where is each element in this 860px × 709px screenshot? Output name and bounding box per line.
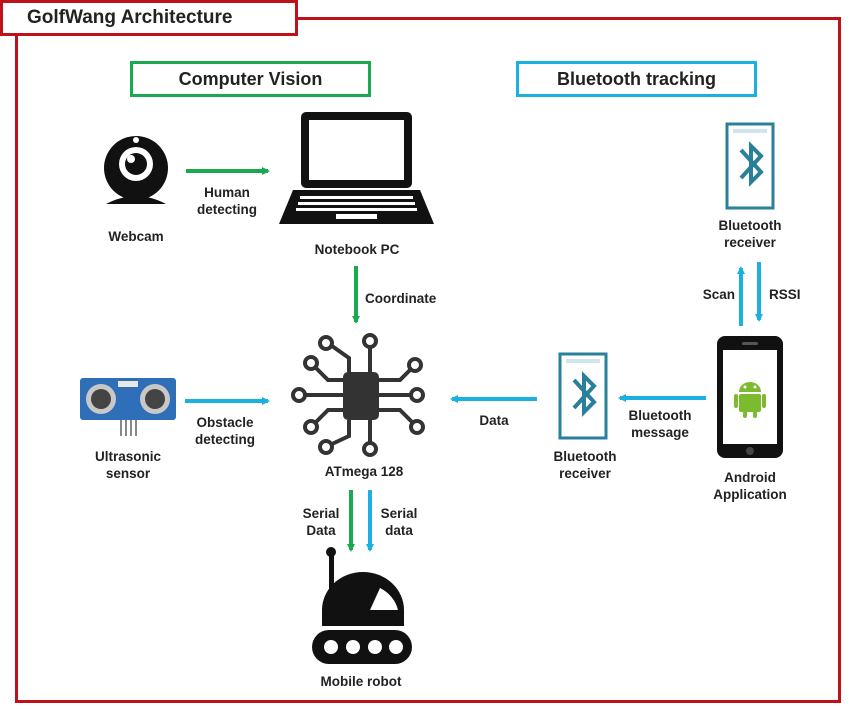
coordinate-label: Coordinate — [365, 291, 437, 306]
laptop-icon — [279, 112, 434, 224]
notebook-label: Notebook PC — [314, 242, 400, 257]
webcam-icon — [104, 136, 168, 204]
rssi-label: RSSI — [769, 287, 801, 302]
bluetooth-receiver-top-label: Bluetooth receiver — [718, 218, 782, 250]
bluetooth-receiver-mid-label: Bluetooth receiver — [553, 449, 617, 481]
obstacle-detecting-label: Obstacle detecting — [194, 415, 255, 447]
robot-label: Mobile robot — [320, 674, 402, 689]
scan-label: Scan — [702, 287, 735, 302]
bluetooth-receiver-icon — [725, 122, 775, 210]
diagram-title: GolfWang Architecture — [0, 0, 298, 36]
data-label: Data — [479, 413, 509, 428]
mobile-robot-icon — [312, 547, 412, 664]
serial-data-right-label: Serial data — [380, 506, 418, 538]
section-bluetooth-tracking: Bluetooth tracking — [516, 61, 757, 97]
bluetooth-message-label: Bluetooth message — [628, 408, 692, 440]
ultrasonic-label: Ultrasonic sensor — [94, 449, 162, 481]
bluetooth-receiver-icon — [558, 352, 608, 440]
atmega-label: ATmega 128 — [324, 464, 404, 479]
section-computer-vision: Computer Vision — [130, 61, 371, 97]
microcontroller-icon — [291, 333, 425, 457]
serial-data-left-label: Serial Data — [302, 506, 340, 538]
architecture-frame — [15, 17, 841, 703]
chip-body — [343, 372, 379, 420]
android-phone-icon — [717, 336, 783, 458]
human-detecting-label: Human detecting — [196, 185, 257, 217]
android-label: Android Application — [713, 470, 787, 502]
ultrasonic-sensor-icon — [80, 378, 176, 436]
webcam-label: Webcam — [108, 229, 164, 244]
